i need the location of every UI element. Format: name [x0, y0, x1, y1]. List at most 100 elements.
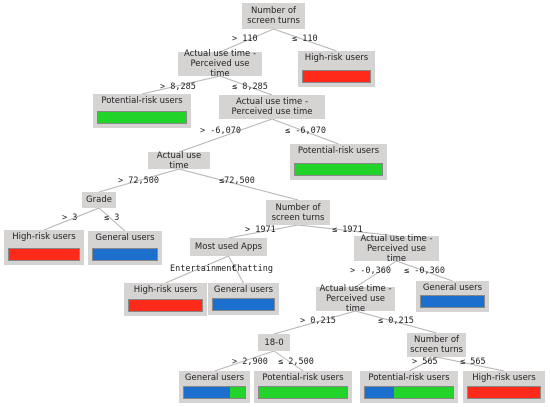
edge-label-e14: Chatting — [232, 264, 273, 274]
split-node-line: screen turns — [410, 345, 463, 355]
class-distribution-bar — [294, 163, 383, 176]
tree-edge-e17 — [273, 310, 356, 335]
split-node-text: Actual use time -Perceived use time — [181, 49, 259, 79]
leaf-node-label: High-risk users — [133, 285, 198, 295]
tree-edge-e18 — [355, 310, 437, 334]
edge-label-e7: > 72,500 — [118, 176, 159, 186]
split-node-line: screen turns — [271, 212, 325, 223]
bar-segment-potential — [394, 387, 453, 398]
split-node-line: 18-0 — [264, 337, 284, 348]
tree-edge-e3 — [141, 75, 221, 95]
class-distribution-bar — [92, 248, 158, 261]
tree-edge-e12 — [297, 224, 397, 237]
bar-segment-potential — [98, 112, 186, 123]
bar-segment-high_risk — [129, 300, 202, 311]
tree-edge-e8 — [178, 168, 299, 201]
split-node-line: Perceived use time — [190, 59, 250, 79]
tree-edge-e20 — [273, 350, 304, 372]
split-node-n_actual_perceived_4: Actual use time -Perceived use time — [316, 284, 395, 314]
split-node-text: Actual use time -Perceived use time — [232, 97, 313, 117]
split-node-line: Grade — [86, 195, 112, 205]
split-node-line: Perceived use time — [366, 243, 427, 264]
bar-segment-potential — [230, 387, 245, 398]
tree-edge-e2 — [273, 28, 337, 52]
tree-edge-e19 — [214, 350, 275, 372]
split-node-line: Perceived use time — [231, 107, 313, 117]
leaf-node-n_potential_2: Potential-risk users — [290, 144, 387, 180]
edge-label-e19: > 2,900 — [232, 357, 268, 367]
split-node-line: Actual use time — [156, 150, 202, 171]
tree-edge-e1 — [219, 28, 274, 53]
tree-edge-e14 — [228, 255, 244, 284]
class-distribution-bar — [302, 70, 371, 83]
split-node-line: screen turns — [247, 16, 300, 26]
leaf-node-n_general_4: General users — [179, 371, 250, 403]
leaf-node-label: Potential-risk users — [262, 373, 344, 383]
leaf-node-label: High-risk users — [472, 373, 536, 383]
class-distribution-bar — [97, 111, 187, 124]
split-node-text: Actual use time -Perceived use time — [319, 284, 392, 314]
edge-label-e22: ≤ 565 — [460, 357, 486, 367]
leaf-node-n_high_risk_3: High-risk users — [124, 283, 207, 316]
edge-label-e13: Entertainment — [170, 264, 237, 274]
class-distribution-bar — [8, 248, 80, 261]
tree-edge-e6 — [271, 118, 339, 145]
split-node-n_most_used_apps: Most used Apps — [190, 238, 267, 256]
tree-edge-e16 — [396, 260, 453, 282]
split-node-line: Actual use time - — [319, 284, 392, 294]
bar-segment-potential — [259, 387, 347, 398]
leaf-node-label: Potential-risk users — [297, 146, 380, 156]
bar-segment-general — [421, 296, 484, 307]
split-node-line: Perceived use time — [325, 294, 386, 314]
class-distribution-bar — [420, 295, 485, 308]
tree-edge-e5 — [178, 118, 273, 153]
tree-edge-e4 — [219, 75, 273, 96]
edge-label-e12: ≤ 1971 — [332, 225, 363, 235]
edge-label-e9: > 3 — [62, 213, 78, 223]
split-node-line: Number of — [275, 202, 321, 213]
edge-label-e11: > 1971 — [245, 225, 276, 235]
class-distribution-bar — [364, 386, 454, 399]
leaf-node-n_high_risk_2: High-risk users — [4, 230, 84, 265]
split-node-text: Actual use time — [151, 151, 207, 171]
class-distribution-bar — [258, 386, 348, 399]
leaf-node-label: Potential-risk users — [101, 96, 183, 106]
tree-edge-e11 — [228, 224, 299, 239]
leaf-node-n_high_risk_1: High-risk users — [298, 51, 375, 87]
leaf-node-n_potential_1: Potential-risk users — [93, 94, 191, 128]
split-node-n_actual_perceived_1: Actual use time -Perceived use time — [178, 49, 262, 79]
edge-label-e3: > 8,285 — [160, 82, 196, 92]
leaf-node-label: Potential-risk users — [368, 373, 450, 383]
tree-edge-e15 — [355, 260, 397, 288]
leaf-node-n_high_risk_4: High-risk users — [463, 371, 545, 403]
split-node-text: Grade — [86, 195, 112, 205]
edge-label-e20: ≤ 2,500 — [278, 357, 314, 367]
class-distribution-bar — [183, 386, 246, 399]
leaf-node-n_potential_4: Potential-risk users — [360, 371, 458, 403]
edge-label-e17: > 0,215 — [300, 316, 336, 326]
edge-label-e21: > 565 — [412, 357, 438, 367]
leaf-node-label: General users — [184, 373, 245, 383]
bar-segment-general — [184, 387, 231, 398]
tree-edge-e13 — [165, 255, 229, 284]
edge-label-e2: ≤ 110 — [292, 34, 318, 44]
split-node-n_actual_perceived_2: Actual use time -Perceived use time — [219, 95, 325, 119]
edge-label-e1: > 110 — [232, 34, 258, 44]
split-node-text: Most used Apps — [195, 242, 262, 252]
bar-segment-general — [213, 299, 274, 310]
leaf-node-label: General users — [213, 285, 274, 295]
edge-label-e6: ≤ -6,070 — [285, 126, 326, 136]
bar-segment-general — [93, 249, 157, 260]
leaf-node-n_general_1: General users — [88, 231, 162, 265]
leaf-node-label: General users — [422, 283, 483, 293]
split-node-line: Actual use time - — [360, 233, 433, 244]
leaf-node-label: High-risk users — [12, 232, 76, 242]
tree-edge-e21 — [408, 356, 437, 372]
split-node-line: Actual use time - — [235, 97, 309, 107]
leaf-node-n_general_3: General users — [416, 281, 489, 312]
bar-segment-high_risk — [303, 71, 370, 82]
